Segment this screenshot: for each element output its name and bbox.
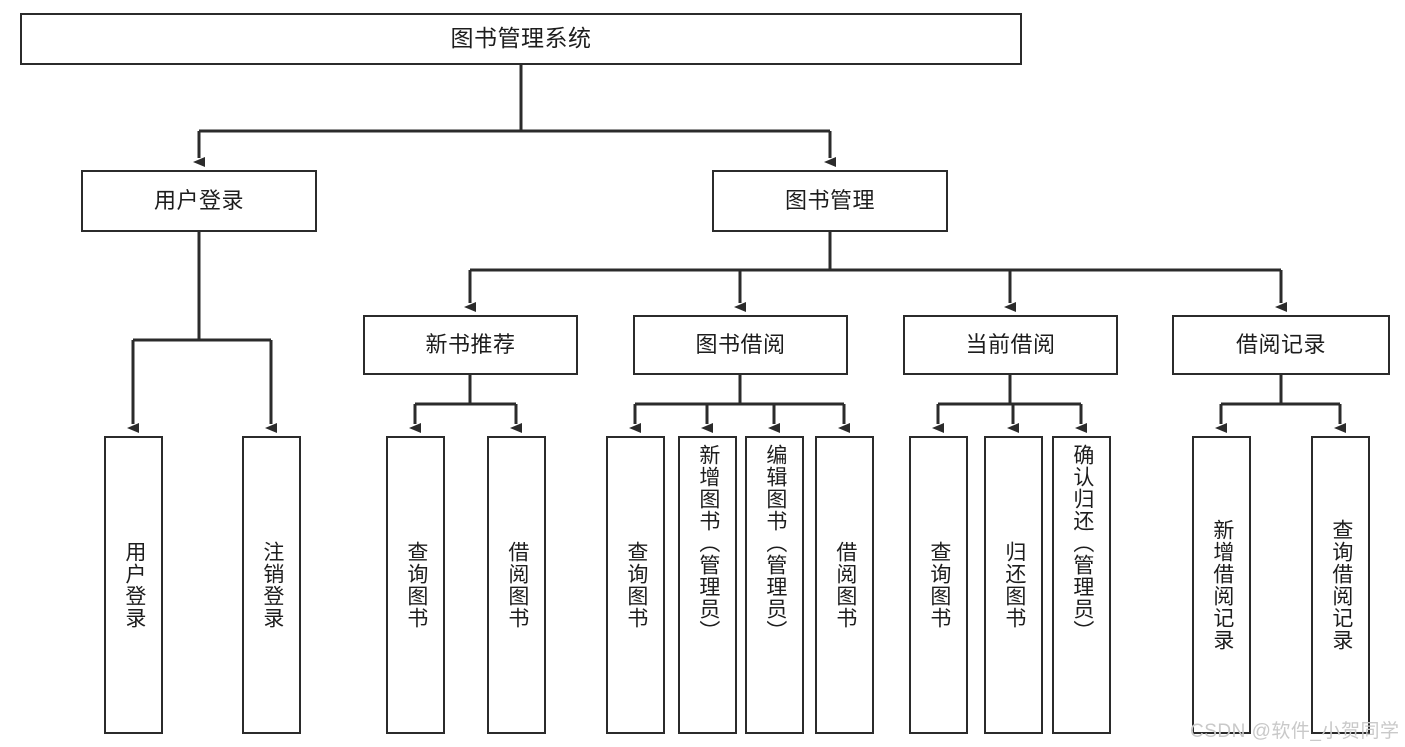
leaf-borrow-book[interactable]: 借阅图书 [815, 436, 874, 734]
leaf-query-book-recommendation[interactable]: 查询图书 [386, 436, 445, 734]
node-borrow-record[interactable]: 借阅记录 [1172, 315, 1390, 375]
node-label: 归还图书 [1002, 541, 1026, 629]
node-label: 当前借阅 [965, 331, 1056, 357]
leaf-add-book[interactable]: 新增图书（管理员） [678, 436, 737, 734]
leaf-query-book-current[interactable]: 查询图书 [909, 436, 968, 734]
node-label: 查询借阅记录 [1329, 519, 1353, 651]
node-user-login[interactable]: 用户登录 [81, 170, 317, 232]
node-current-borrow[interactable]: 当前借阅 [903, 315, 1118, 375]
leaf-edit-book[interactable]: 编辑图书（管理员） [745, 436, 804, 734]
node-label: 查询图书 [404, 541, 428, 629]
node-label: 新增借阅记录 [1210, 519, 1234, 651]
node-label: 新增图书（管理员） [696, 444, 720, 642]
leaf-confirm-return[interactable]: 确认归还（管理员） [1052, 436, 1111, 734]
leaf-query-borrow-record[interactable]: 查询借阅记录 [1311, 436, 1370, 734]
node-book-manage[interactable]: 图书管理 [712, 170, 948, 232]
node-label: 用户登录 [153, 187, 244, 213]
leaf-user-login[interactable]: 用户登录 [104, 436, 163, 734]
node-label: 新书推荐 [425, 331, 516, 357]
node-label: 用户登录 [122, 541, 146, 629]
node-book-borrow[interactable]: 图书借阅 [633, 315, 848, 375]
node-label: 确认归还（管理员） [1070, 444, 1094, 642]
leaf-return-book[interactable]: 归还图书 [984, 436, 1043, 734]
leaf-add-borrow-record[interactable]: 新增借阅记录 [1192, 436, 1251, 734]
leaf-borrow-book-recommendation[interactable]: 借阅图书 [487, 436, 546, 734]
watermark: CSDN @软件_小贺同学 [1190, 721, 1400, 742]
node-label: 借阅图书 [833, 541, 857, 629]
node-label: 编辑图书（管理员） [763, 444, 787, 642]
leaf-query-book-borrow[interactable]: 查询图书 [606, 436, 665, 734]
node-label: 图书借阅 [695, 331, 786, 357]
node-label: 图书管理系统 [450, 25, 592, 52]
node-label: 查询图书 [624, 541, 648, 629]
node-label: 查询图书 [927, 541, 951, 629]
node-label: 注销登录 [260, 541, 284, 629]
node-label: 图书管理 [784, 187, 875, 213]
node-label: 借阅记录 [1235, 331, 1326, 357]
leaf-user-logout[interactable]: 注销登录 [242, 436, 301, 734]
node-root[interactable]: 图书管理系统 [20, 13, 1022, 65]
node-label: 借阅图书 [505, 541, 529, 629]
node-new-book-recommendation[interactable]: 新书推荐 [363, 315, 578, 375]
